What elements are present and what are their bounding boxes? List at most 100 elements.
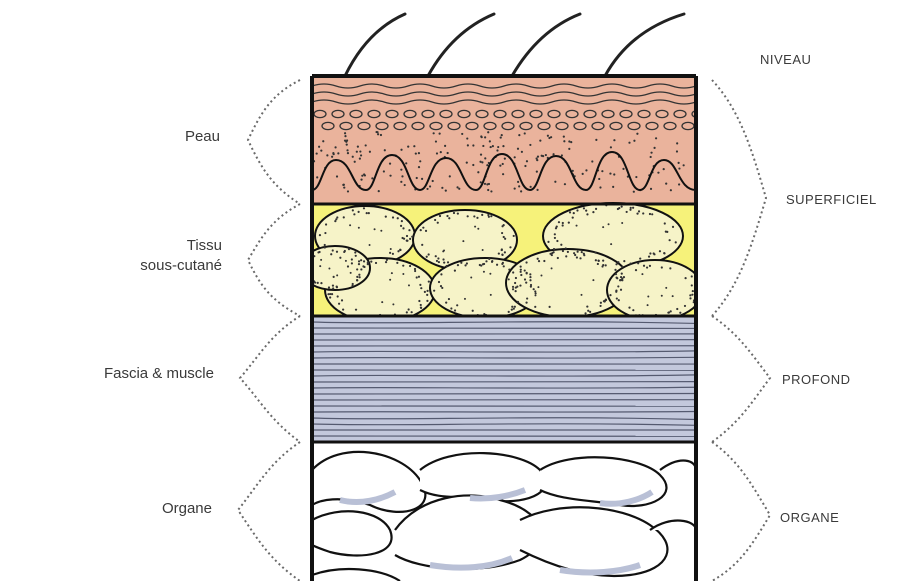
fat-dot bbox=[614, 269, 616, 271]
fat-dot bbox=[353, 213, 355, 215]
fat-dot bbox=[669, 267, 671, 269]
skin-dot bbox=[477, 171, 479, 173]
fat-dot bbox=[438, 261, 440, 263]
fat-dot bbox=[414, 268, 416, 270]
fat-dot bbox=[448, 217, 450, 219]
skin-dot bbox=[371, 177, 373, 179]
fat-dot bbox=[514, 282, 516, 284]
fat-dot bbox=[698, 289, 700, 291]
fat-dot bbox=[537, 286, 539, 288]
fat-dot bbox=[362, 265, 364, 267]
fat-dot bbox=[643, 265, 645, 267]
skin-dot bbox=[439, 133, 441, 135]
fat-dot bbox=[320, 259, 322, 261]
label-niveau: NIVEAU bbox=[760, 52, 811, 68]
fat-dot bbox=[551, 267, 553, 269]
fat-dot bbox=[503, 224, 505, 226]
fat-dot bbox=[549, 306, 551, 308]
fat-dot bbox=[604, 300, 606, 302]
skin-dot bbox=[676, 150, 678, 152]
organ-loop bbox=[312, 511, 392, 555]
skin-dot bbox=[521, 151, 523, 153]
fat-dot bbox=[524, 269, 526, 271]
skin-dot bbox=[336, 175, 338, 177]
fat-dot bbox=[380, 230, 382, 232]
fat-dot bbox=[632, 207, 634, 209]
fat-dot bbox=[692, 290, 694, 292]
fat-dot bbox=[356, 279, 358, 281]
skin-dot bbox=[445, 190, 447, 192]
skin-dot bbox=[357, 146, 359, 148]
fat-dot bbox=[418, 276, 420, 278]
fat-dot bbox=[328, 268, 330, 270]
skin-dot bbox=[418, 152, 420, 154]
fat-dot bbox=[609, 294, 611, 296]
fat-dot bbox=[306, 273, 308, 275]
fat-dot bbox=[305, 275, 307, 277]
skin-dot bbox=[539, 140, 541, 142]
fat-dot bbox=[572, 217, 574, 219]
skin-dot bbox=[517, 148, 519, 150]
fat-dot bbox=[576, 209, 578, 211]
label-tissu: Tissu bbox=[60, 236, 222, 256]
fat-dot bbox=[439, 215, 441, 217]
fat-dot bbox=[569, 211, 571, 213]
fat-dot bbox=[426, 290, 428, 292]
skin-dot bbox=[601, 170, 603, 172]
fat-dot bbox=[466, 262, 468, 264]
fat-dot bbox=[615, 291, 617, 293]
skin-dot bbox=[488, 183, 490, 185]
fat-dot bbox=[428, 280, 430, 282]
label-organe: Organe bbox=[100, 499, 212, 519]
skin-dot bbox=[354, 161, 356, 163]
skin-dot bbox=[405, 162, 407, 164]
fat-dot bbox=[491, 260, 493, 262]
fat-dot bbox=[457, 264, 459, 266]
brace-organe-right bbox=[712, 442, 770, 581]
fat-dot bbox=[336, 286, 338, 288]
fat-dot bbox=[653, 252, 655, 254]
fat-dot bbox=[635, 269, 637, 271]
fat-dot bbox=[355, 255, 357, 257]
fat-dot bbox=[511, 309, 513, 311]
skin-dot bbox=[378, 190, 380, 192]
skin-dot bbox=[337, 152, 339, 154]
skin-dot bbox=[421, 178, 423, 180]
skin-dot bbox=[610, 146, 612, 148]
fat-dot bbox=[592, 279, 594, 281]
skin-dot bbox=[563, 135, 565, 137]
fat-dot bbox=[401, 237, 403, 239]
skin-dot bbox=[514, 156, 516, 158]
fat-dot bbox=[358, 260, 360, 262]
fat-dot bbox=[676, 308, 678, 310]
fat-dot bbox=[562, 224, 564, 226]
fat-dot bbox=[618, 207, 620, 209]
fat-dot bbox=[424, 291, 426, 293]
skin-dot bbox=[492, 145, 494, 147]
fat-dot bbox=[537, 258, 539, 260]
fat-dot bbox=[621, 222, 623, 224]
fat-dot bbox=[363, 260, 365, 262]
skin-dot bbox=[609, 172, 611, 174]
fat-dot bbox=[554, 237, 556, 239]
fat-dot bbox=[453, 212, 455, 214]
fat-dot bbox=[555, 227, 557, 229]
skin-dot bbox=[440, 151, 442, 153]
skin-dot bbox=[480, 154, 482, 156]
skin-dot bbox=[612, 186, 614, 188]
skin-dot bbox=[504, 158, 506, 160]
skin-dot bbox=[436, 152, 438, 154]
skin-dot bbox=[496, 149, 498, 151]
fat-dot bbox=[436, 260, 438, 262]
skin-dot bbox=[564, 183, 566, 185]
fat-dot bbox=[554, 233, 556, 235]
fascia-muscle-layer bbox=[312, 316, 696, 442]
fat-dot bbox=[599, 305, 601, 307]
fat-dot bbox=[583, 253, 585, 255]
skin-dot bbox=[472, 144, 474, 146]
fat-dot bbox=[616, 277, 618, 279]
fat-dot bbox=[317, 282, 319, 284]
fat-dot bbox=[526, 272, 528, 274]
fat-dot bbox=[565, 247, 567, 249]
skin-dot bbox=[524, 165, 526, 167]
